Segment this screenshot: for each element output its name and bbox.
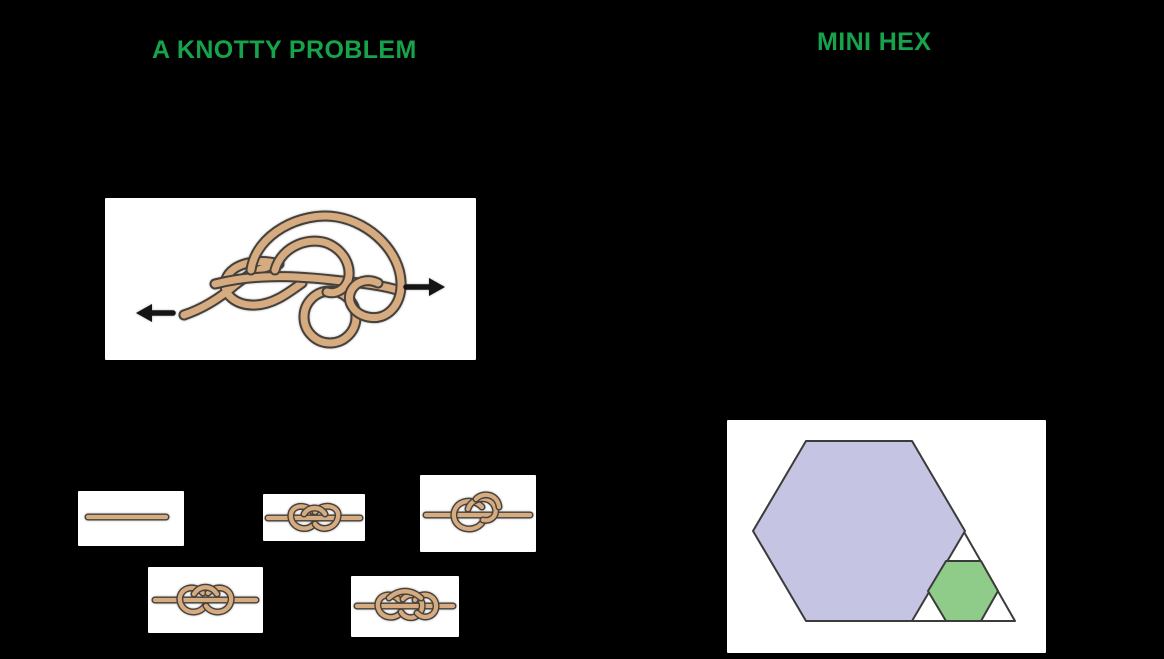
overhand-knot-icon <box>264 502 364 532</box>
overhand-knot-variant-icon <box>422 491 534 533</box>
rope-strands <box>184 216 401 343</box>
knot-option-2[interactable] <box>263 494 365 541</box>
tangled-rope-diagram <box>136 198 445 360</box>
tangled-rope-figure-panel <box>105 198 476 360</box>
knot-option-1[interactable] <box>78 491 184 546</box>
small-green-hexagon <box>927 560 999 622</box>
right-arrow-icon <box>403 278 445 296</box>
figure-eight-knot-icon <box>151 583 260 616</box>
knotty-problem-title: A KNOTTY PROBLEM <box>152 36 417 64</box>
knot-option-4[interactable] <box>148 567 263 633</box>
double-overhand-knot-icon <box>353 587 457 622</box>
knot-option-3[interactable] <box>420 475 536 552</box>
knot-option-5[interactable] <box>351 576 459 637</box>
mini-hex-title: MINI HEX <box>817 28 932 56</box>
mini-hex-figure-panel <box>727 420 1046 653</box>
hexagon-triangle-diagram <box>752 440 1016 622</box>
left-arrow-icon <box>136 304 176 322</box>
straight-rope-icon <box>84 513 170 521</box>
large-purple-hexagon <box>752 440 966 622</box>
